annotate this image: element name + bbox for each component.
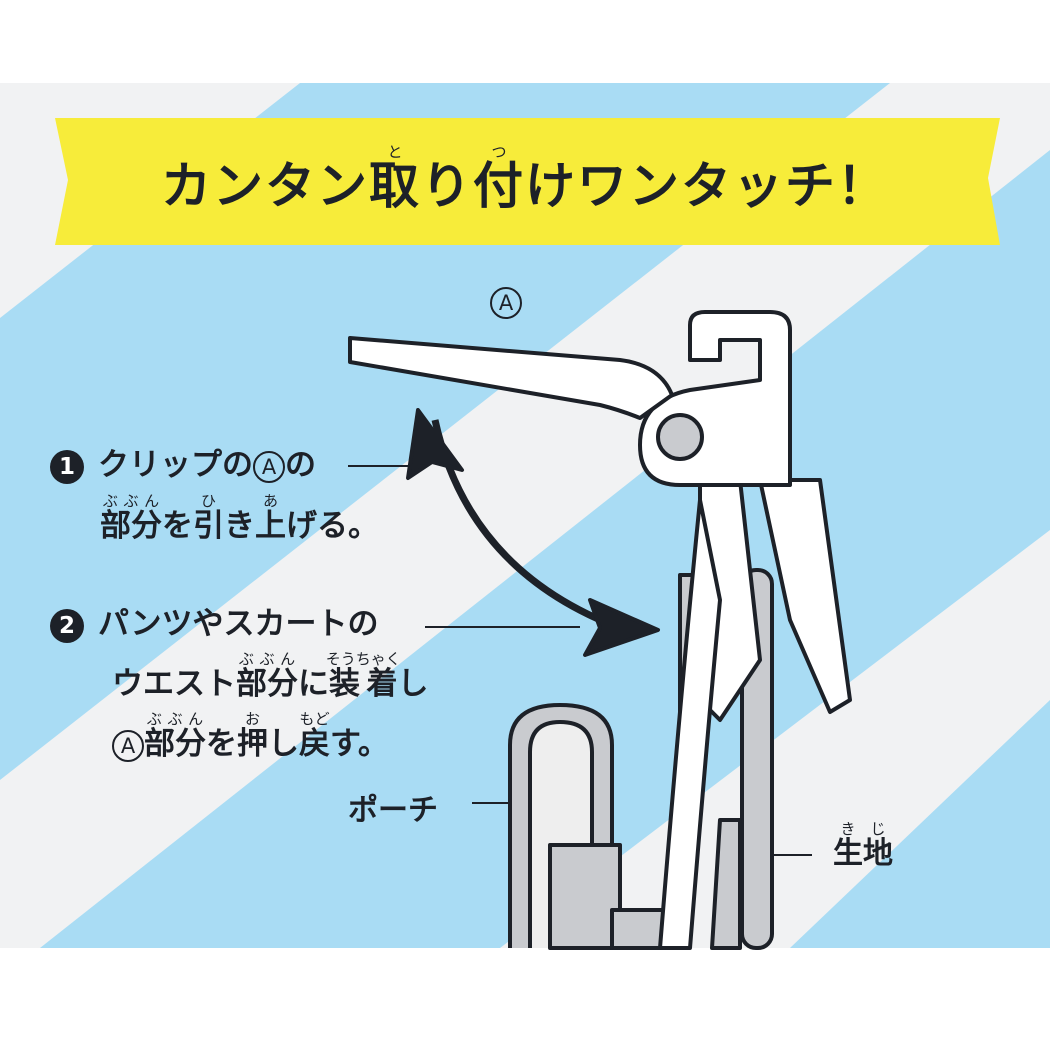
label-a: A — [490, 282, 522, 320]
step-2-line-2: ウエスト部分ぶぶんに装着そうちゃくし — [112, 650, 429, 702]
page-title: カンタン取とり付つけワンタッチ！ — [161, 143, 889, 215]
clip-drawing — [348, 310, 852, 950]
step-number: 2 — [50, 608, 84, 643]
step-number: 1 — [50, 449, 84, 484]
step-1-line-2: 部分ぶぶんを引ひき上あげる。 — [100, 492, 379, 544]
diagonal-stripes — [0, 83, 1050, 948]
fabric-label: 生地きじ — [833, 820, 893, 871]
title-banner — [55, 118, 1000, 245]
pouch-label: ポーチ — [348, 793, 438, 828]
